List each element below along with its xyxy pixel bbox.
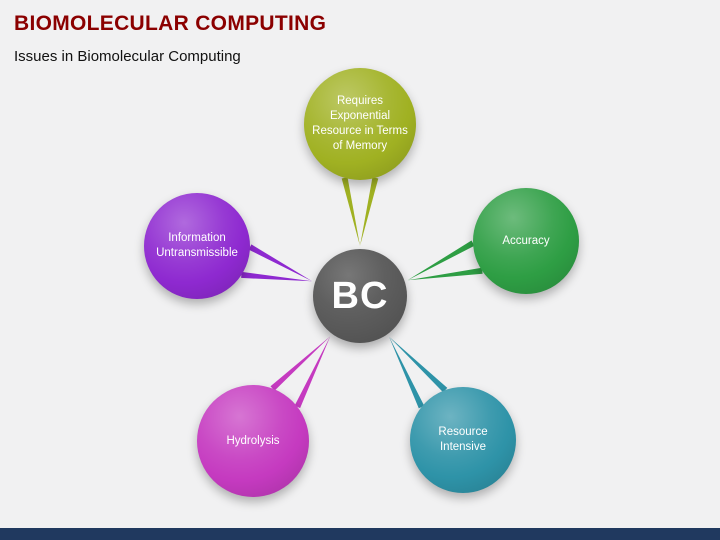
node-resource-intensive: Resource Intensive xyxy=(410,387,516,493)
connector-resource-edge-left xyxy=(389,336,425,409)
node-memory: Requires Exponential Resource in Terms o… xyxy=(304,68,416,180)
node-hydrolysis: Hydrolysis xyxy=(197,385,309,497)
node-accuracy-label: Accuracy xyxy=(502,234,550,247)
node-information-label: Information Untransmissible xyxy=(156,232,238,259)
slide-subtitle: Issues in Biomolecular Computing xyxy=(14,48,241,65)
connector-memory-edge-right xyxy=(360,177,379,246)
connector-memory-edge-left xyxy=(341,177,360,246)
node-accuracy: Accuracy xyxy=(473,188,579,294)
connector-resource-edge-right xyxy=(389,336,448,393)
connector-accuracy-edge-bottom xyxy=(407,267,483,281)
node-hydrolysis-label: Hydrolysis xyxy=(226,434,280,447)
connector-accuracy-edge-top xyxy=(407,240,475,281)
center-bc-circle: BC xyxy=(313,249,407,343)
slide-title: BIOMOLECULAR COMPUTING xyxy=(14,12,327,35)
node-memory-label: Requires Exponential Resource in Terms o… xyxy=(312,95,408,152)
center-bc-label: BC xyxy=(331,274,389,317)
connector-hydrolysis-edge-left xyxy=(270,336,331,391)
connector-hydrolysis-edge-right xyxy=(294,336,331,409)
node-resource-label: Resource Intensive xyxy=(438,426,488,453)
connector-information-edge-top xyxy=(248,244,313,282)
footer-bar xyxy=(0,528,720,540)
connector-information-edge-bottom xyxy=(241,271,313,282)
node-information-untransmissible: Information Untransmissible xyxy=(144,193,250,299)
